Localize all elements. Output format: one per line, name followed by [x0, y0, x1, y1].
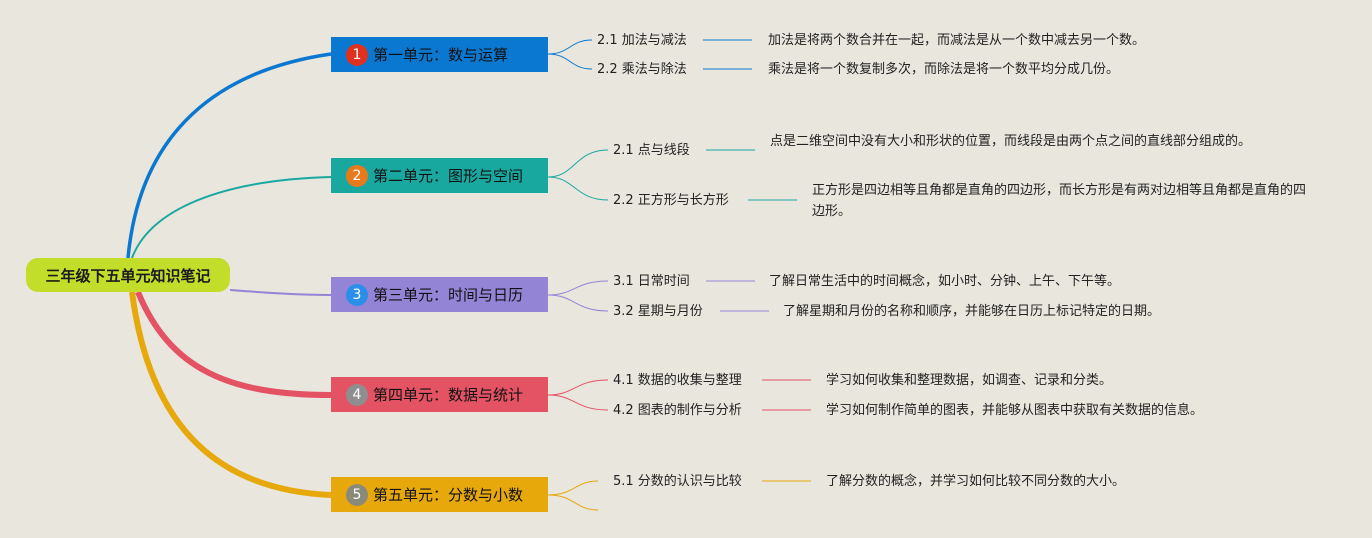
description-text: 正方形是四边相等且角都是直角的四边形，而长方形是有两对边相等且角都是直角的四边形… [812, 183, 1307, 219]
number-badge-icon: 1 [346, 43, 368, 66]
sub-topic-3-2-weeks-months[interactable]: 3.2 星期与月份 [613, 304, 703, 319]
description-text: 了解星期和月份的名称和顺序，并能够在日历上标记特定的日期。 [783, 304, 1161, 319]
description-text: 加法是将两个数合并在一起，而减法是从一个数中减去另一个数。 [768, 33, 1146, 48]
sub-topic-2-1-addition[interactable]: 2.1 加法与减法 [597, 33, 687, 48]
description-text: 点是二维空间中没有大小和形状的位置，而线段是由两个点之间的直线部分组成的。 [770, 134, 1252, 149]
unit-node-2[interactable]: 2 第二单元：图形与空间 [331, 158, 548, 193]
sub-topic-2-2-multiplication[interactable]: 2.2 乘法与除法 [597, 62, 687, 77]
sub-topic-3-1-daily-time[interactable]: 3.1 日常时间 [613, 274, 690, 289]
description-text: 了解日常生活中的时间概念，如小时、分钟、上午、下午等。 [769, 274, 1121, 289]
number-badge-icon: 3 [346, 283, 368, 306]
description-text: 乘法是将一个数复制多次，而除法是将一个数平均分成几份。 [768, 62, 1120, 77]
unit-node-1[interactable]: 1 第一单元：数与运算 [331, 37, 548, 72]
number-badge-icon: 2 [346, 164, 368, 187]
description-text: 了解分数的概念，并学习如何比较不同分数的大小。 [826, 474, 1126, 489]
sub-topic-4-1-data-collection[interactable]: 4.1 数据的收集与整理 [613, 373, 742, 388]
sub-topic-5-1-fractions[interactable]: 5.1 分数的认识与比较 [613, 474, 742, 489]
number-badge-icon: 4 [346, 383, 368, 406]
unit-label: 第二单元：图形与空间 [373, 167, 524, 185]
unit-label: 第四单元：数据与统计 [373, 386, 524, 404]
description-text: 学习如何制作简单的图表，并能够从图表中获取有关数据的信息。 [826, 403, 1204, 418]
description-text: 学习如何收集和整理数据，如调查、记录和分类。 [826, 373, 1113, 388]
sub-topic-2-2-squares-rectangles[interactable]: 2.2 正方形与长方形 [613, 193, 729, 208]
branch-unit-4 [135, 290, 332, 398]
sub-topic-2-1-points-lines[interactable]: 2.1 点与线段 [613, 143, 690, 158]
unit-node-3[interactable]: 3 第三单元：时间与日历 [331, 277, 548, 312]
branch-unit-2 [131, 176, 332, 259]
unit-label: 第五单元：分数与小数 [373, 486, 524, 504]
root-title: 三年级下五单元知识笔记 [45, 266, 211, 285]
sub-topic-4-2-chart-making[interactable]: 4.2 图表的制作与分析 [613, 403, 742, 418]
root-node[interactable]: 三年级下五单元知识笔记 [26, 258, 230, 292]
unit-node-4[interactable]: 4 第四单元：数据与统计 [331, 377, 548, 412]
branch-unit-3 [229, 289, 332, 296]
branch-unit-1 [126, 52, 332, 259]
unit-label: 第三单元：时间与日历 [373, 286, 524, 304]
branch-unit-5 [129, 291, 332, 498]
unit-node-5[interactable]: 5 第五单元：分数与小数 [331, 477, 548, 512]
unit-label: 第一单元：数与运算 [373, 46, 509, 64]
number-badge-icon: 5 [346, 483, 368, 506]
